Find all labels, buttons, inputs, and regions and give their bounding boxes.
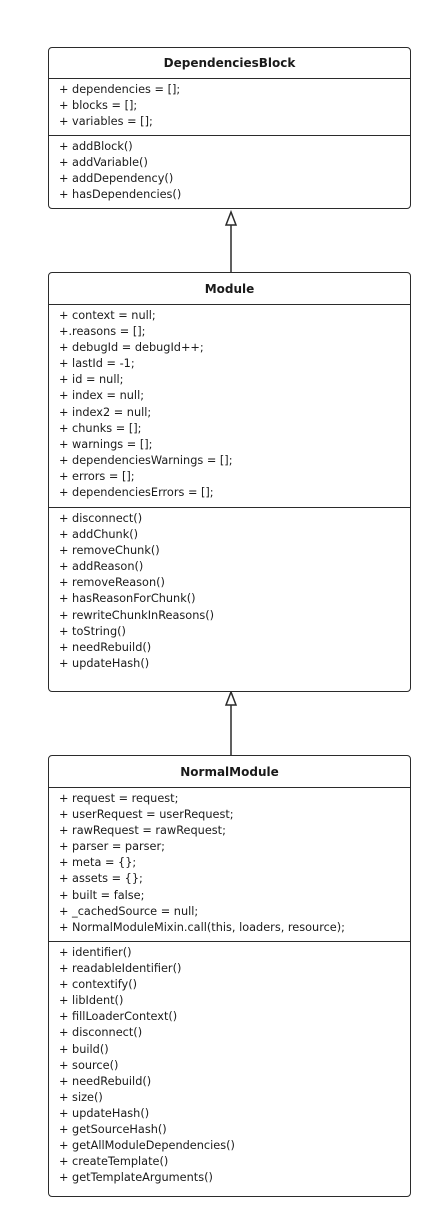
method: + needRebuild() [59, 1074, 152, 1088]
class-dependencies-block[interactable]: DependenciesBlock + dependencies = []; +… [48, 47, 411, 209]
attribute: + errors = []; [59, 469, 135, 483]
method: + contextify() [59, 978, 138, 992]
class-title: DependenciesBlock [49, 48, 410, 79]
attribute: +.reasons = []; [59, 325, 146, 339]
method: + addDependency() [59, 172, 174, 186]
method: + removeReason() [59, 576, 165, 590]
attribute: + context = null; [59, 309, 156, 322]
attribute: + built = false; [59, 888, 145, 902]
class-normal-module[interactable]: NormalModule + request = request; + user… [48, 755, 411, 1197]
attribute: + _cachedSource = null; [59, 904, 199, 918]
attribute: + index = null; [59, 389, 145, 403]
method: + updateHash() [59, 1106, 150, 1120]
methods-section: + addBlock() + addVariable() + addDepend… [49, 135, 410, 203]
attribute: + userRequest = userRequest; [59, 808, 234, 822]
class-module[interactable]: Module + context = null; +.reasons = [];… [48, 272, 411, 692]
attribute: + warnings = []; [59, 437, 153, 451]
method: + getTemplateArguments() [59, 1171, 213, 1185]
attributes-section: + request = request; + userRequest = use… [49, 788, 410, 941]
method: + addVariable() [59, 156, 148, 170]
method: + rewriteChunkInReasons() [59, 608, 215, 622]
methods-section: + disconnect() + addChunk() + removeChun… [49, 507, 410, 672]
method: + createTemplate() [59, 1155, 169, 1169]
method: + updateHash() [59, 656, 150, 670]
method: + readableIdentifier() [59, 962, 182, 976]
class-title: NormalModule [49, 756, 410, 788]
inheritance-arrow-module-to-dependenciesblock [224, 209, 238, 272]
attribute: + dependenciesErrors = []; [59, 486, 214, 500]
attribute: + meta = {}; [59, 856, 137, 870]
attribute: + index2 = null; [59, 405, 152, 419]
attribute: + NormalModuleMixin.call(this, loaders, … [59, 920, 345, 934]
method: + hasDependencies() [59, 188, 182, 202]
attribute: + dependencies = []; [59, 83, 181, 96]
attribute: + request = request; [59, 792, 179, 805]
method: + needRebuild() [59, 640, 152, 654]
method: + identifier() [59, 946, 132, 959]
method: + build() [59, 1042, 109, 1056]
class-title: Module [49, 273, 410, 305]
method: + libIdent() [59, 994, 124, 1008]
method: + addBlock() [59, 140, 133, 153]
method: + toString() [59, 624, 126, 638]
attribute: + lastId = -1; [59, 357, 135, 371]
method: + removeChunk() [59, 544, 160, 558]
method: + getAllModuleDependencies() [59, 1139, 235, 1153]
attribute: + dependenciesWarnings = []; [59, 453, 233, 467]
methods-section: + identifier() + readableIdentifier() + … [49, 941, 410, 1186]
method: + getSourceHash() [59, 1123, 167, 1137]
attributes-section: + context = null; +.reasons = []; + debu… [49, 305, 410, 507]
method: + disconnect() [59, 512, 143, 525]
method: + fillLoaderContext() [59, 1010, 178, 1024]
attribute: + debugId = debugId++; [59, 341, 204, 355]
method: + source() [59, 1058, 119, 1072]
attribute: + chunks = []; [59, 421, 142, 435]
method: + size() [59, 1090, 103, 1104]
attribute: + rawRequest = rawRequest; [59, 824, 226, 838]
inheritance-arrow-normalmodule-to-module [224, 689, 238, 755]
method: + disconnect() [59, 1026, 143, 1040]
attribute: + parser = parser; [59, 840, 165, 854]
attribute: + blocks = []; [59, 99, 138, 113]
method: + addReason() [59, 560, 144, 574]
method: + hasReasonForChunk() [59, 592, 196, 606]
attribute: + id = null; [59, 373, 124, 387]
attribute: + assets = {}; [59, 872, 143, 886]
attribute: + variables = []; [59, 115, 153, 129]
method: + addChunk() [59, 528, 139, 542]
attributes-section: + dependencies = []; + blocks = []; + va… [49, 79, 410, 135]
